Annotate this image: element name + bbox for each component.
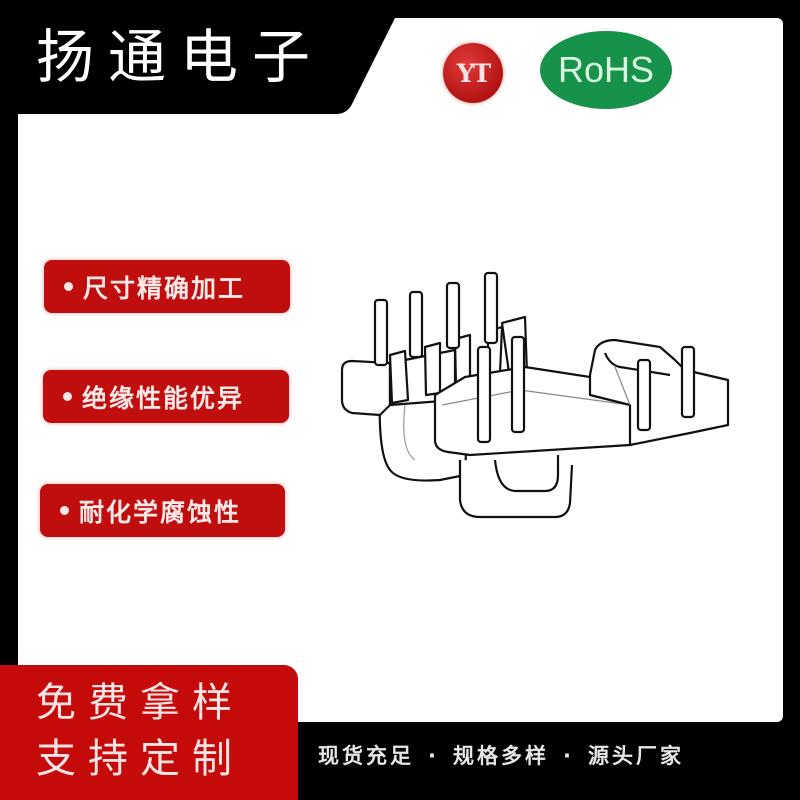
promo-line-customization: 支持定制 (36, 736, 244, 782)
feature-badge-precision: 尺寸精确加工 (44, 260, 290, 313)
bullet-icon (63, 392, 72, 401)
tagline-factory: 源头厂家 (587, 744, 684, 768)
rohs-badge: RoHS (540, 31, 672, 109)
feature-label: 耐化学腐蚀性 (79, 497, 242, 527)
feature-label: 绝缘性能优异 (82, 383, 245, 413)
yt-logo-icon: YT (443, 43, 503, 103)
product-bobbin-image (340, 271, 730, 519)
feature-badge-insulation: 绝缘性能优异 (43, 370, 289, 423)
bullet-icon (64, 282, 73, 291)
bullet-icon (60, 506, 69, 515)
footer-tagline: 现货充足 · 规格多样 · 源头厂家 (318, 740, 684, 770)
feature-label: 尺寸精确加工 (83, 273, 246, 303)
tagline-variety: 规格多样 (452, 744, 549, 768)
brand-name: 扬通电子 (36, 23, 325, 91)
tagline-stock: 现货充足 (318, 744, 414, 768)
promo-block: 免费拿样 支持定制 (0, 665, 298, 800)
tagline-separator: · (428, 744, 439, 768)
feature-badge-chemical-resistance: 耐化学腐蚀性 (40, 484, 285, 537)
tagline-separator: · (562, 744, 574, 768)
header-band (0, 0, 800, 114)
promo-line-free-sample: 免费拿样 (36, 680, 244, 726)
